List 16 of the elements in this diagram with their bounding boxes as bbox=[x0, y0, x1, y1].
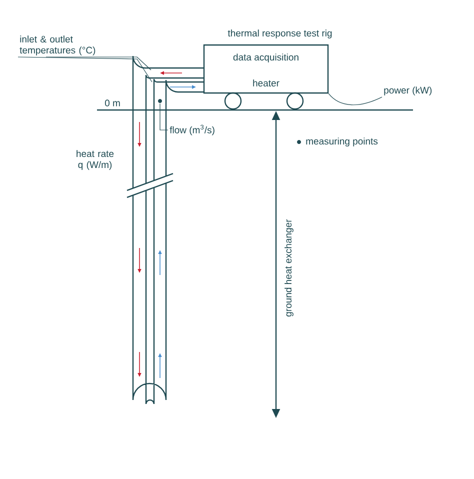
dimension-label: ground heat exchanger bbox=[284, 219, 294, 316]
heat-rate-label: heat rate q (W/m) bbox=[76, 150, 114, 170]
box-label: data acquisition bbox=[233, 54, 298, 62]
leader-label: power (kW) bbox=[384, 86, 432, 96]
leader-label: flow (m$^{3}$/s) bbox=[170, 124, 214, 136]
rig-title: thermal response test rig bbox=[228, 30, 332, 38]
leader-line bbox=[328, 93, 382, 106]
leader-label: inlet & outlet temperatures (°C) bbox=[20, 36, 96, 56]
measuring-point bbox=[158, 99, 162, 103]
legend-label: measuring points bbox=[306, 138, 378, 146]
depth-label: 0 m bbox=[104, 100, 120, 106]
rig-box bbox=[203, 44, 329, 94]
box-label: heater bbox=[253, 80, 280, 86]
leader-line bbox=[18, 56, 152, 82]
leader-line bbox=[46, 56, 152, 70]
leader-line bbox=[160, 103, 168, 130]
